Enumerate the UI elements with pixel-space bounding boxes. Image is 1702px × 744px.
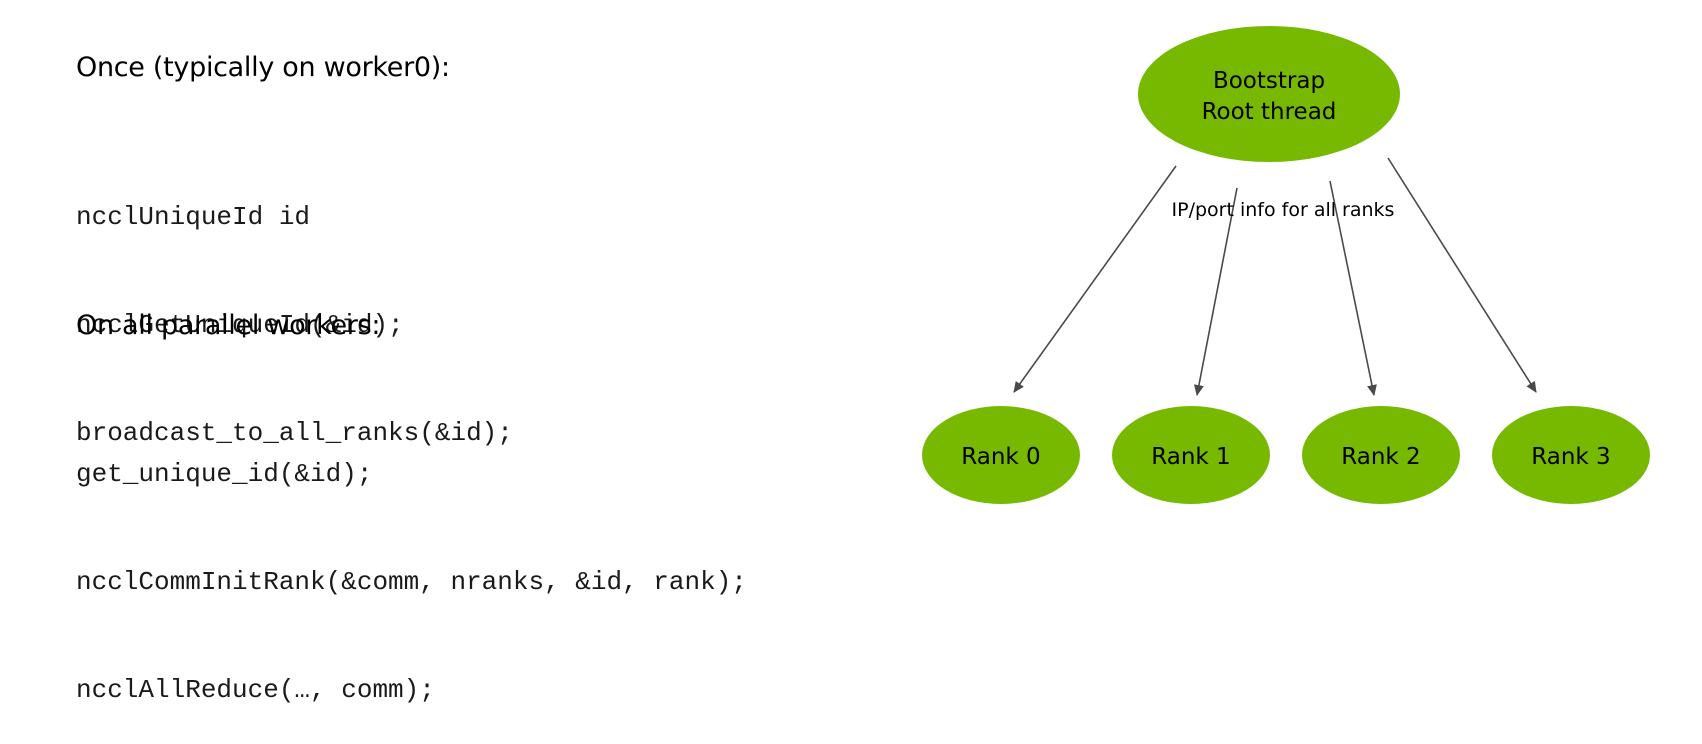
rank-1-label: Rank 1 bbox=[1151, 444, 1230, 470]
rank-1-node bbox=[1112, 406, 1270, 504]
edge-label: IP/port info for all ranks bbox=[1172, 199, 1395, 221]
edge-to-rank-1 bbox=[1193, 187, 1238, 396]
root-node-label-line2: Root thread bbox=[1202, 99, 1337, 125]
edge-to-rank-3 bbox=[1387, 157, 1537, 393]
edge-to-rank-2 bbox=[1329, 180, 1377, 396]
code-line: broadcast_to_all_ranks(&id); bbox=[76, 418, 513, 448]
edge-to-rank-0 bbox=[1013, 165, 1177, 393]
code-line: ncclGetUniqueId(&id); bbox=[76, 310, 404, 340]
code-line: get_unique_id(&id); bbox=[76, 459, 373, 489]
code-line: ncclUniqueId id bbox=[76, 202, 311, 232]
once-heading: Once (typically on worker0): bbox=[76, 52, 450, 83]
once-code-block: ncclUniqueId id ncclGetUniqueId(&id); br… bbox=[76, 127, 513, 487]
rank-3-node bbox=[1492, 406, 1650, 504]
root-node bbox=[1138, 26, 1400, 162]
rank-2-node bbox=[1302, 406, 1460, 504]
all-workers-heading: On all parallel workers: bbox=[76, 310, 381, 341]
rank-0-node bbox=[922, 406, 1080, 504]
root-node-label-line1: Bootstrap bbox=[1213, 68, 1325, 94]
bootstrap-diagram: IP/port info for all ranks Bootstrap Roo… bbox=[922, 26, 1650, 504]
rank-3-label: Rank 3 bbox=[1531, 444, 1610, 470]
code-line: ncclCommInitRank(&comm, nranks, &id, ran… bbox=[76, 567, 747, 597]
rank-2-label: Rank 2 bbox=[1341, 444, 1420, 470]
rank-0-label: Rank 0 bbox=[961, 444, 1040, 470]
code-line: ncclAllReduce(…, comm); bbox=[76, 675, 435, 705]
